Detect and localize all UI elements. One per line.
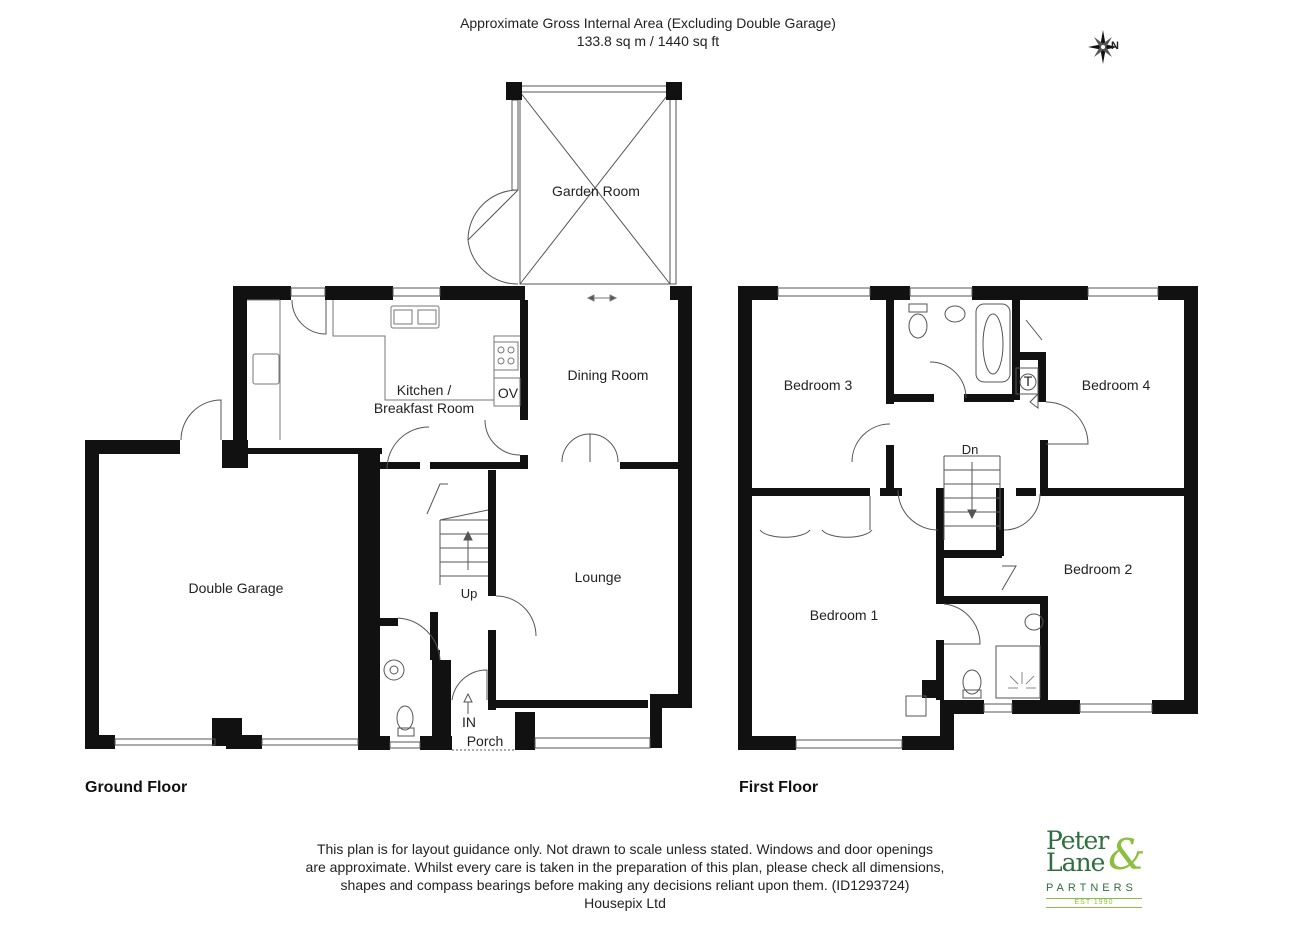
disclaimer: This plan is for layout guidance only. N… xyxy=(270,840,980,912)
compass-north-label: N xyxy=(1111,40,1119,52)
area-value: 133.8 sq m / 1440 sq ft xyxy=(576,33,720,49)
label-garden-room: Garden Room xyxy=(552,183,640,199)
label-tank: T xyxy=(1024,373,1033,389)
label-kitchen-line2: Breakfast Room xyxy=(374,400,474,416)
first-floor-label: First Floor xyxy=(739,779,819,796)
label-double-garage: Double Garage xyxy=(189,580,284,596)
label-entrance: IN xyxy=(462,714,476,730)
agency-logo: Peter Lane & PARTNERS EST 1990 xyxy=(1036,826,1148,910)
logo-line1: Peter xyxy=(1046,826,1109,855)
label-bedroom1: Bedroom 1 xyxy=(810,607,879,623)
label-oven: OV xyxy=(498,385,519,401)
disclaimer-line1: This plan is for layout guidance only. N… xyxy=(316,841,934,857)
area-title: Approximate Gross Internal Area (Excludi… xyxy=(460,15,836,31)
disclaimer-line2: are approximate. Whilst every care is ta… xyxy=(305,859,945,875)
label-kitchen-line1: Kitchen / xyxy=(397,382,452,398)
label-lounge: Lounge xyxy=(575,569,622,585)
label-bedroom4: Bedroom 4 xyxy=(1082,377,1151,393)
first-floor-plan: Bedroom 3 Bedroom 4 Bedroom 1 Bedroom 2 … xyxy=(738,286,1198,750)
label-stairs-up: Up xyxy=(461,586,478,601)
ground-floor-label: Ground Floor xyxy=(85,779,188,796)
logo-line2: Lane xyxy=(1046,848,1105,877)
label-stairs-down: Dn xyxy=(962,442,979,457)
garden-room-outline xyxy=(511,85,677,285)
label-bedroom2: Bedroom 2 xyxy=(1064,561,1133,577)
logo-line3: PARTNERS xyxy=(1046,882,1137,894)
label-porch: Porch xyxy=(467,733,504,749)
label-bedroom3: Bedroom 3 xyxy=(784,377,853,393)
disclaimer-line4: Housepix Ltd xyxy=(584,895,666,911)
label-dining-room: Dining Room xyxy=(568,367,649,383)
logo-ampersand: & xyxy=(1108,830,1146,879)
ground-floor-plan: Garden Room Dining Room Kitchen / Breakf… xyxy=(85,82,692,751)
compass-icon xyxy=(1088,30,1118,64)
area-header: Approximate Gross Internal Area (Excludi… xyxy=(0,14,1296,50)
logo-line4: EST 1990 xyxy=(1046,898,1142,908)
disclaimer-line3: shapes and compass bearings before makin… xyxy=(340,877,910,893)
